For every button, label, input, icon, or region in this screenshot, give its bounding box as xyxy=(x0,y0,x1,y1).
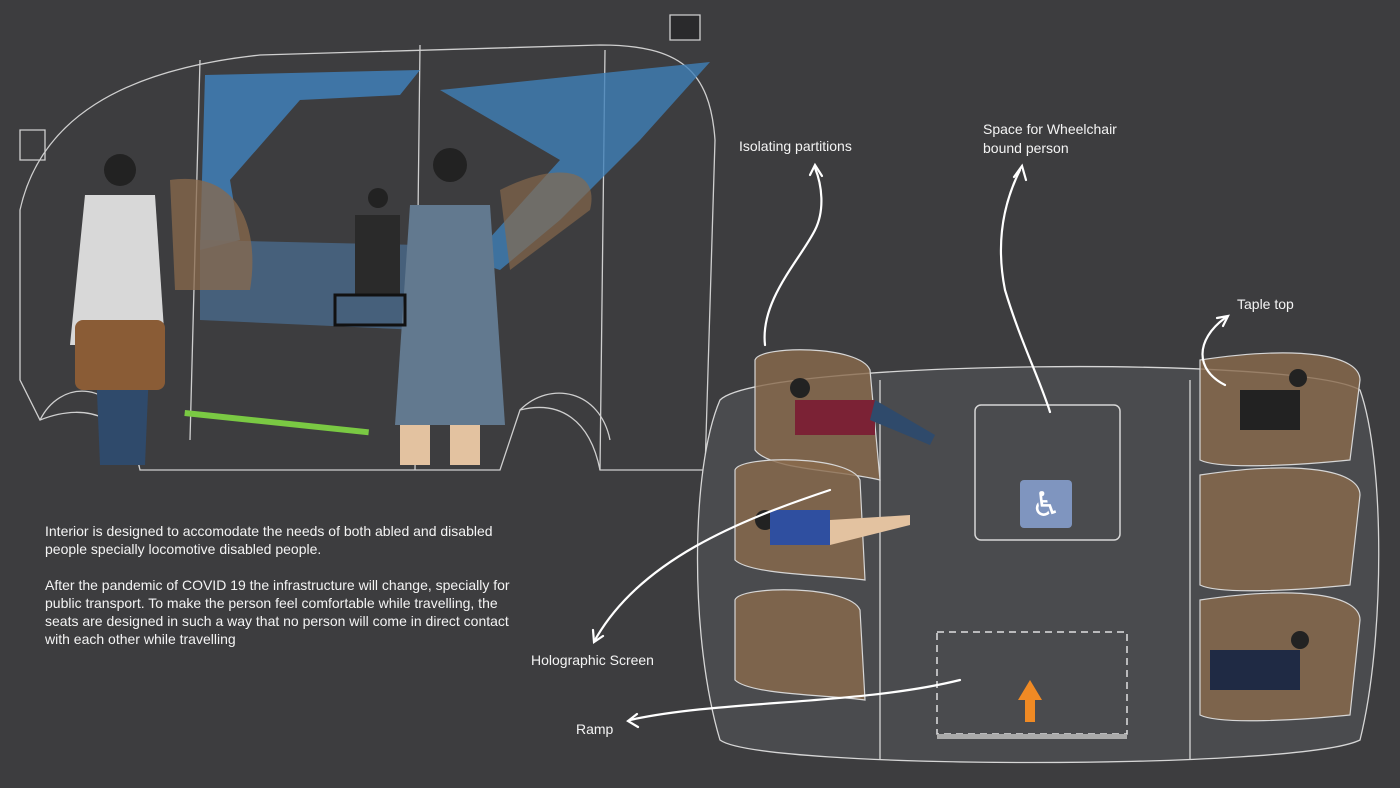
description-paragraph-2: After the pandemic of COVID 19 the infra… xyxy=(45,577,510,647)
description-paragraph-1: Interior is designed to accomodate the n… xyxy=(45,523,493,557)
arrow-table-top xyxy=(1201,316,1227,387)
label-table-top: Taple top xyxy=(1237,296,1294,312)
ramp-arrow-icon xyxy=(1018,680,1042,722)
seat-pod xyxy=(734,589,866,701)
arrow-holographic-screen xyxy=(593,488,832,642)
blue-roof-panel xyxy=(200,70,420,250)
passengers-top-view xyxy=(755,369,1309,690)
label-holographic-screen: Holographic Screen xyxy=(531,652,654,668)
label-wheelchair-space-line2: bound person xyxy=(983,140,1069,156)
arrow-wheelchair-space xyxy=(999,168,1052,414)
seat-pod xyxy=(1199,467,1361,592)
label-isolating-partitions: Isolating partitions xyxy=(739,138,852,154)
ramp-base xyxy=(937,734,1127,739)
people-sketch xyxy=(70,148,592,465)
arrow-ramp xyxy=(628,678,962,722)
blue-roof-panel-right xyxy=(440,62,710,270)
svg-text:♿: ♿ xyxy=(1031,485,1061,525)
annotation-arrows xyxy=(591,162,1230,729)
label-wheelchair-space-line1: Space for Wheelchair xyxy=(983,121,1117,137)
concept-description: Interior is designed to accomodate the n… xyxy=(45,522,515,666)
step-light xyxy=(184,409,369,436)
arrow-isolating-partitions xyxy=(763,166,823,347)
wheelchair-sign: ♿ xyxy=(1020,480,1072,528)
label-ramp: Ramp xyxy=(576,721,614,737)
